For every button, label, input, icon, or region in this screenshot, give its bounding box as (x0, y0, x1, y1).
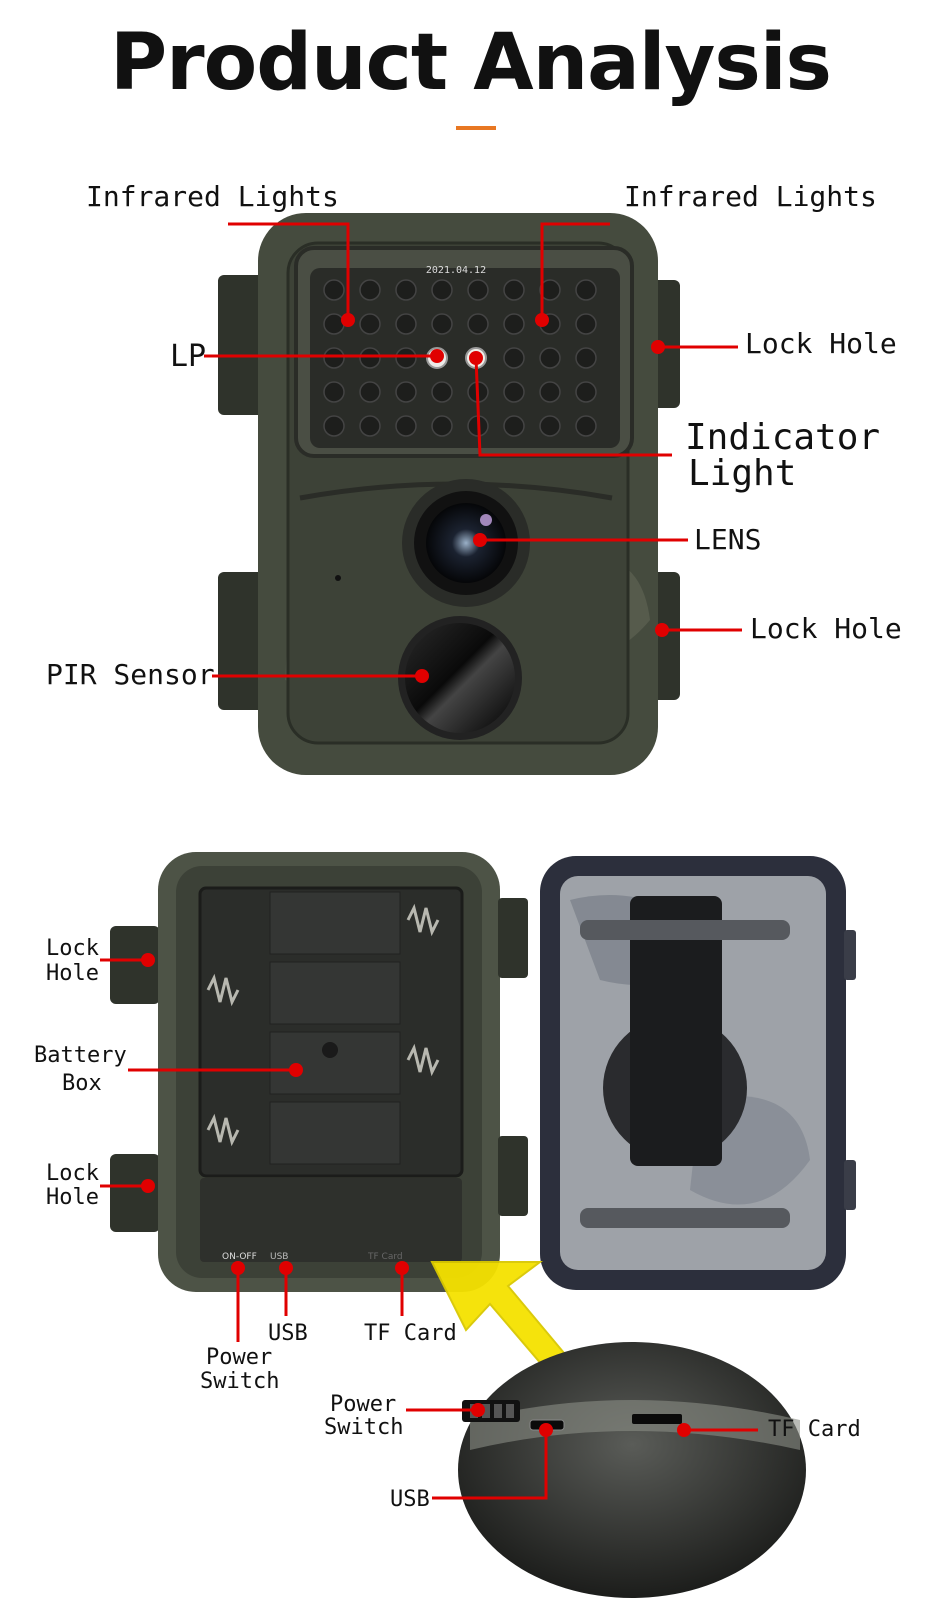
label-lens: LENS (694, 523, 762, 556)
front-leader-dots (341, 313, 669, 683)
door-rail-top (580, 920, 790, 940)
date-stamp: 2021.04.12 (426, 265, 486, 276)
battery-springs (206, 903, 440, 1147)
zoom-detail (458, 1342, 806, 1598)
zoom-label-power-b: Switch (324, 1415, 404, 1440)
ir-led (431, 381, 453, 403)
ir-led (575, 347, 597, 369)
belt-strap (630, 896, 722, 1166)
zoom-label-usb: USB (390, 1487, 430, 1512)
ir-led (539, 279, 561, 301)
label-indicator-2: Light (688, 453, 797, 494)
battery-slots (269, 891, 401, 1165)
ir-led (359, 381, 381, 403)
ir-led (503, 347, 525, 369)
label-lock2-b: Hole (46, 1185, 99, 1210)
ir-led (575, 313, 597, 335)
front-leaders (204, 222, 742, 678)
label-infrared-left: Infrared Lights (86, 180, 339, 213)
label-usb: USB (268, 1321, 308, 1346)
ir-led (323, 279, 345, 301)
door-tab-right (844, 1160, 856, 1210)
ir-led (395, 347, 417, 369)
label-power-b: Switch (200, 1369, 280, 1394)
zoom-label-tf-card: TF Card (768, 1417, 861, 1442)
ir-led (539, 347, 561, 369)
ir-led (467, 313, 489, 335)
ir-led (395, 381, 417, 403)
ir-led (503, 381, 525, 403)
print-onoff: ON-OFF (222, 1252, 257, 1262)
back-clip-bottom (110, 1154, 160, 1232)
lower-panel (200, 1178, 462, 1262)
label-pir-sensor: PIR Sensor (46, 658, 215, 691)
ir-led (431, 415, 453, 437)
ir-led (431, 313, 453, 335)
ir-led (323, 415, 345, 437)
ir-led (395, 313, 417, 335)
clip-left-top (218, 275, 268, 415)
label-battery-b: Box (62, 1071, 102, 1096)
label-lp: LP (170, 339, 207, 374)
zoom-frame (458, 1342, 806, 1598)
label-power-a: Power (206, 1345, 273, 1370)
ir-led (431, 279, 453, 301)
ir-led (503, 279, 525, 301)
ir-led (575, 381, 597, 403)
label-infrared-right: Infrared Lights (624, 180, 877, 213)
label-battery-a: Battery (34, 1043, 127, 1068)
title-underline (456, 126, 496, 130)
back-clip-top (110, 926, 160, 1004)
ir-led (323, 381, 345, 403)
ir-led (359, 279, 381, 301)
label-lock1-a: Lock (46, 936, 99, 961)
ir-led (503, 415, 525, 437)
ir-led (395, 415, 417, 437)
print-usb: USB (270, 1252, 288, 1262)
ir-led (395, 279, 417, 301)
back-leaders (100, 958, 758, 1500)
ir-led (539, 415, 561, 437)
front-camera: 2021.04.12 (218, 213, 680, 775)
lens-glare (480, 514, 492, 526)
ir-led (467, 279, 489, 301)
battery-screw (322, 1042, 338, 1058)
zoom-highlight (470, 1400, 800, 1450)
back-leader-dots (141, 953, 691, 1437)
ir-led (323, 313, 345, 335)
lens-glass (426, 503, 506, 583)
door-rail-bottom (580, 1208, 790, 1228)
ir-led (323, 347, 345, 369)
ir-led (359, 415, 381, 437)
ir-led (539, 381, 561, 403)
label-tf-card: TF Card (364, 1321, 457, 1346)
page-title: Product Analysis (110, 18, 832, 108)
label-indicator-1: Indicator (685, 417, 881, 458)
pir-lens (405, 623, 515, 733)
ir-led (359, 313, 381, 335)
ir-led (575, 415, 597, 437)
ir-led-grid (323, 279, 597, 437)
ir-led (503, 313, 525, 335)
hinge-bottom (498, 1136, 528, 1216)
label-lock-hole-top: Lock Hole (745, 327, 897, 360)
print-tf: TF Card (367, 1252, 403, 1262)
open-camera: ON-OFF USB TF Card (110, 852, 856, 1292)
hinge-top (498, 898, 528, 978)
zoom-label-power-a: Power (330, 1392, 397, 1417)
label-lock-hole-bottom: Lock Hole (750, 612, 902, 645)
label-lock2-a: Lock (46, 1161, 99, 1186)
label-lock1-b: Hole (46, 961, 99, 986)
ir-led (359, 347, 381, 369)
zoom-tf-slot (632, 1414, 682, 1424)
door-tab-right (844, 930, 856, 980)
ir-led (575, 279, 597, 301)
mic-hole (335, 575, 341, 581)
